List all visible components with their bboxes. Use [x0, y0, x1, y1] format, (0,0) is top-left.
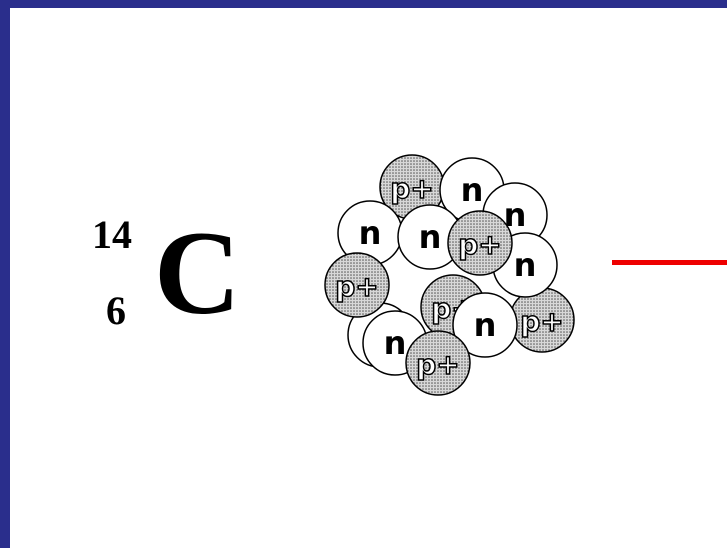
neutron-label: n	[359, 214, 382, 252]
proton: p+	[448, 211, 512, 275]
proton: p+	[325, 253, 389, 317]
proton: p+	[406, 331, 470, 395]
proton-label: p+	[416, 348, 460, 381]
proton-label: p+	[458, 228, 502, 261]
proton-label: p+	[520, 305, 564, 338]
proton-label: p+	[335, 270, 379, 303]
element-symbol: C	[154, 213, 241, 333]
proton: p+	[510, 288, 574, 352]
decay-arrow	[612, 260, 727, 265]
neutron-label: n	[474, 306, 497, 344]
proton-label: p+	[390, 172, 434, 205]
atomic-number: 6	[106, 291, 126, 331]
neutron-label: n	[384, 324, 407, 362]
neutron-label: n	[461, 171, 484, 209]
mass-number: 14	[92, 215, 132, 255]
neutron-label: n	[419, 218, 442, 256]
isotope-notation: 14 6 C	[92, 205, 262, 345]
neutron-label: n	[514, 246, 537, 284]
